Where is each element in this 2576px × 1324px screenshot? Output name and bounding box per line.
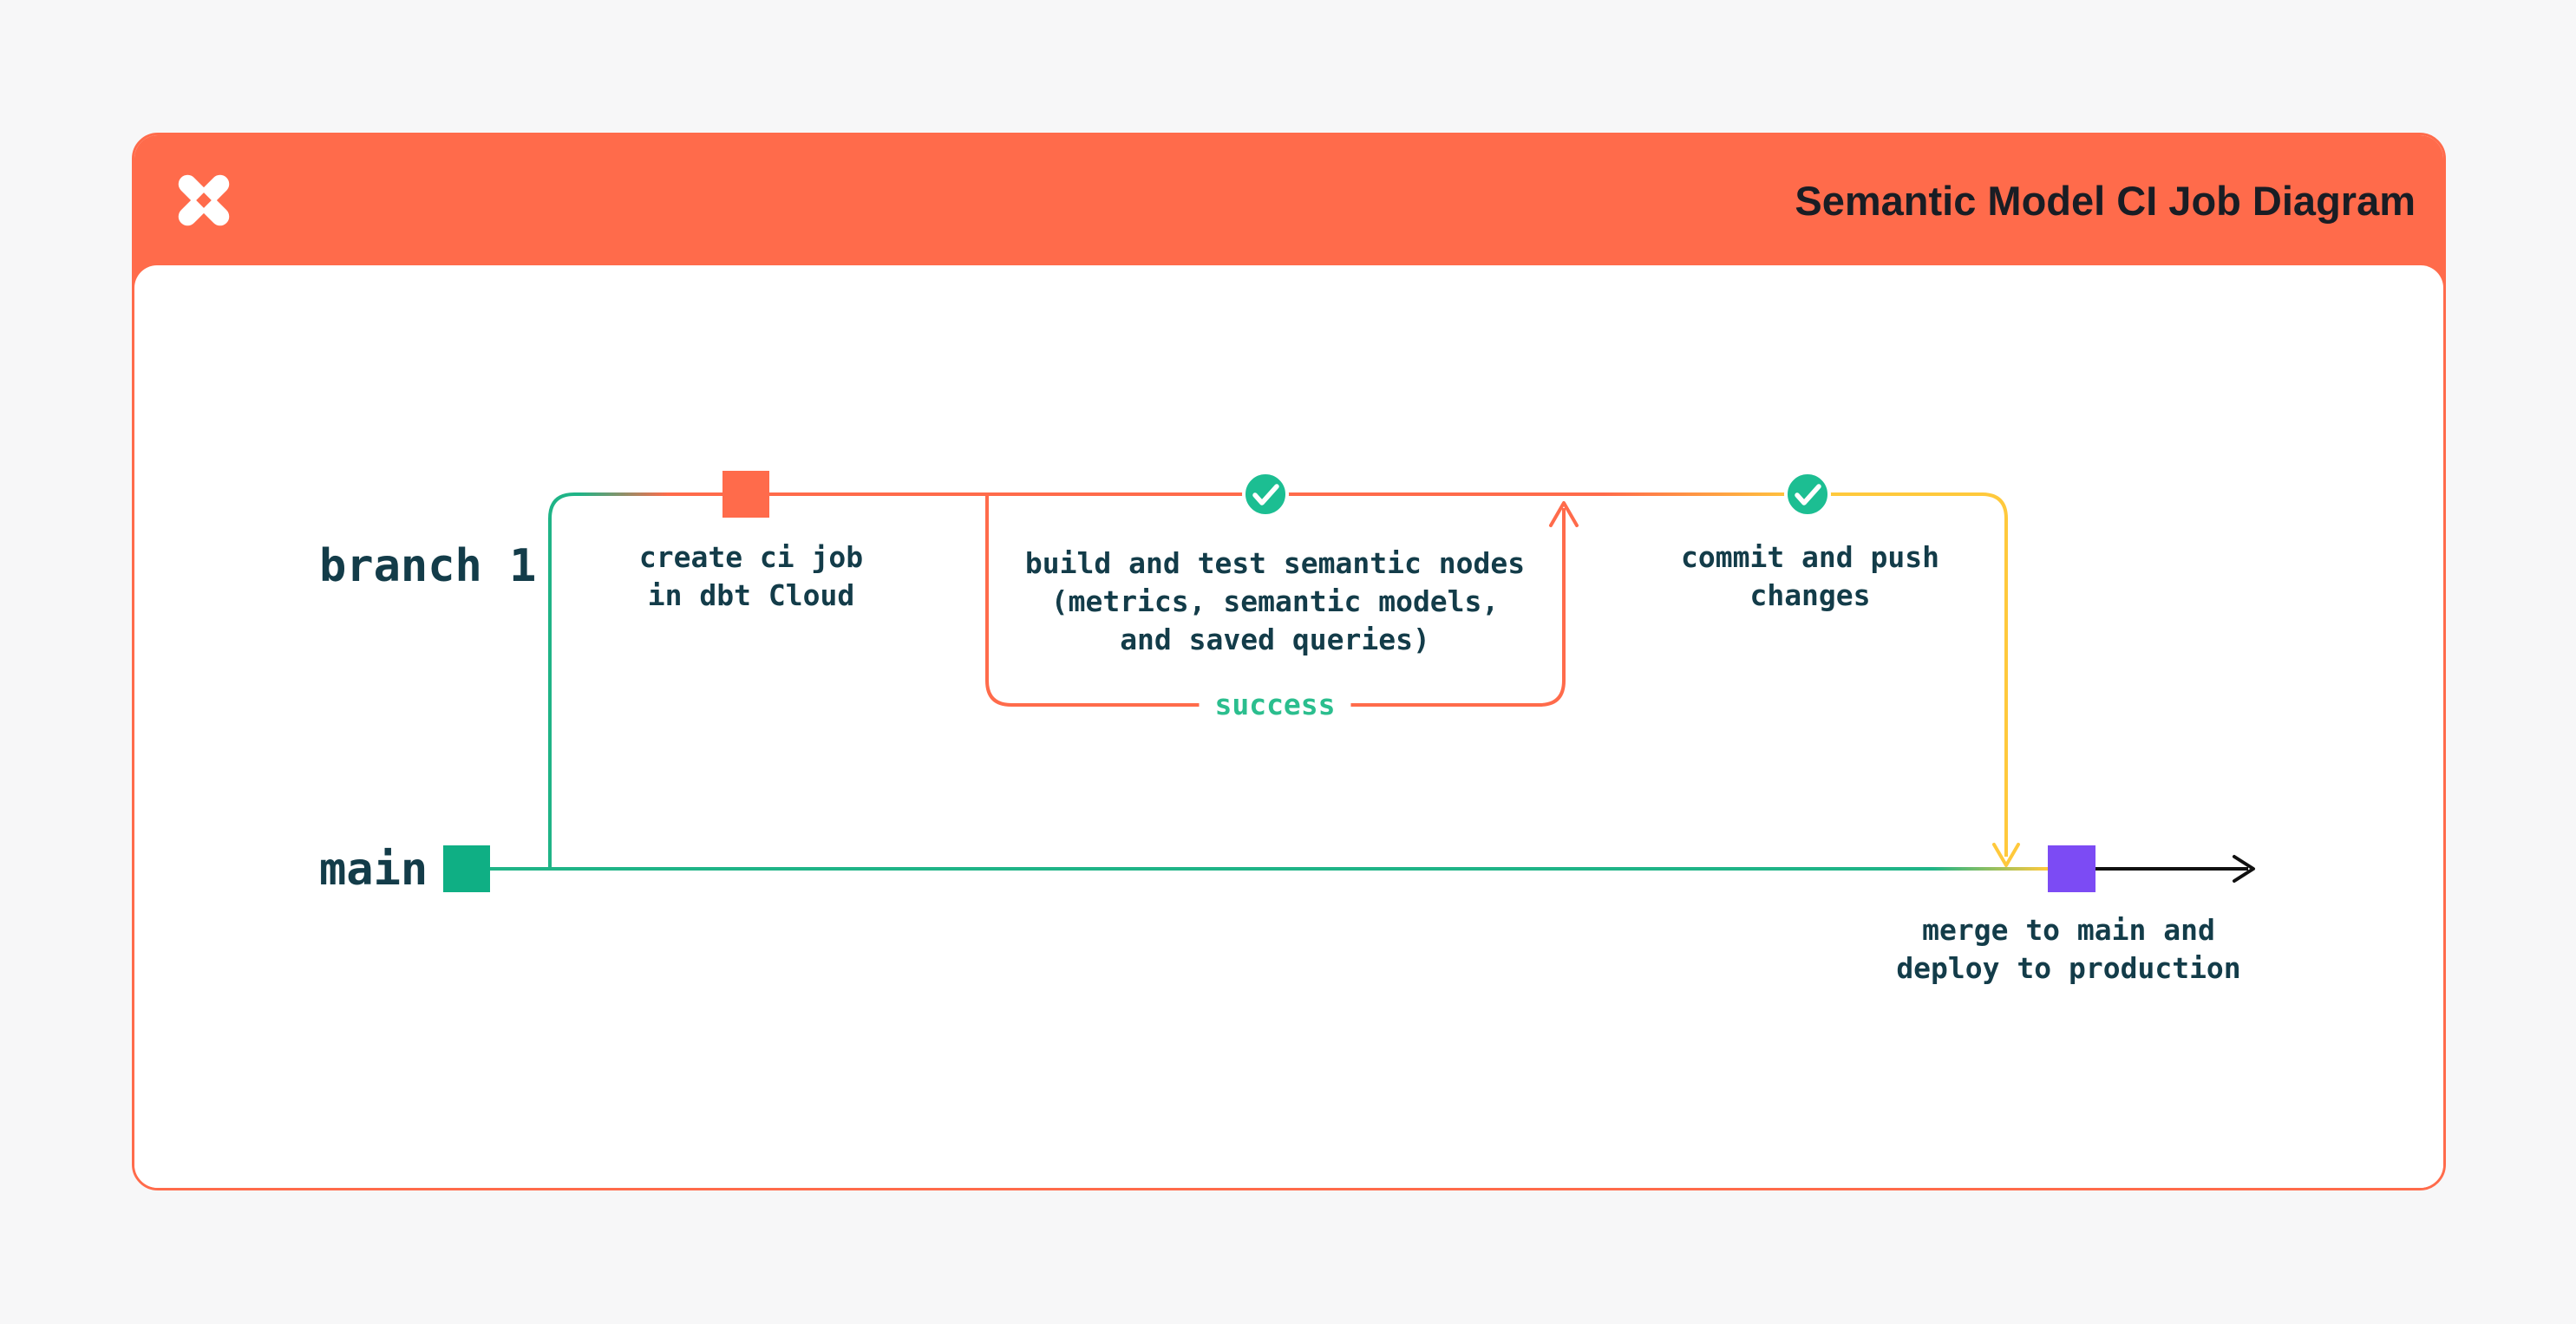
- page-title: Semantic Model CI Job Diagram: [1795, 178, 2416, 224]
- success-loop-label: success: [1199, 686, 1351, 724]
- card-header: Semantic Model CI Job Diagram: [134, 135, 2443, 288]
- branch-lane-label: branch 1: [319, 540, 537, 592]
- step-merge-deploy-label: merge to main and deploy to production: [1896, 913, 2241, 985]
- diagram-card: Semantic Model CI Job Diagram: [132, 133, 2446, 1190]
- card-body: [134, 265, 2443, 1188]
- dbt-logo-icon: [178, 174, 230, 226]
- main-lane-label: main: [319, 844, 428, 896]
- step-create-ci-job-label: create ci job in dbt Cloud: [638, 540, 864, 612]
- step-commit-push-label: commit and push changes: [1680, 540, 1939, 612]
- step-build-test-label: build and test semantic nodes (metrics, …: [1024, 546, 1526, 656]
